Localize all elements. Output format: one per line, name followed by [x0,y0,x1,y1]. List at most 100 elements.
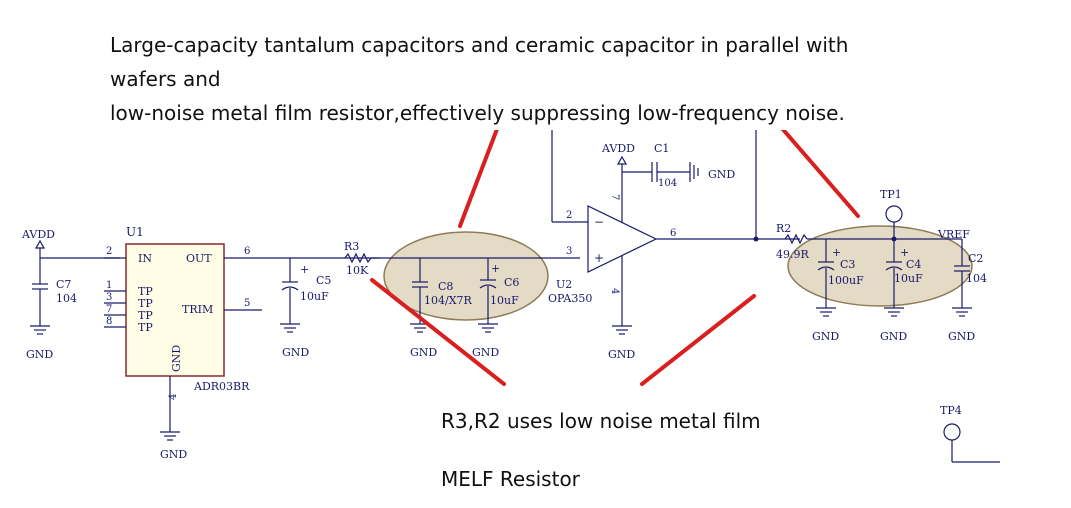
label-tp1: TP1 [880,188,902,201]
label-gnd-c8: GND [410,346,437,359]
label-u1-pin-tp3: TP [138,309,153,322]
label-c1-ref: C1 [654,142,669,155]
capacitor-c6: + [479,258,500,324]
label-c6-val: 10uF [490,294,519,307]
svg-text:+: + [900,246,909,259]
label-avdd-left: AVDD [21,228,55,241]
caption-top-line2: low-noise metal film resistor,effectivel… [110,101,845,125]
svg-text:+: + [594,251,604,265]
label-gnd-u2: GND [608,348,635,361]
ground-symbol-c5 [280,323,300,333]
label-r2-val: 49.9R [776,248,809,261]
label-u1-pinnum-2: 2 [106,246,112,257]
label-u2-pin7: 7 [609,194,620,200]
testpoint-tp1 [885,205,903,242]
label-u1-pin-trim: TRIM [182,303,213,316]
label-c4-ref: C4 [906,258,921,271]
label-u1-pin-tp2: TP [138,297,153,310]
red-arrow-3 [370,278,506,386]
label-c4-val: 10uF [894,272,923,285]
svg-text:+: + [491,262,500,275]
label-u1-pin-in: IN [138,252,152,265]
label-u2-ref: U2 [556,278,572,291]
label-c2-ref: C2 [968,252,983,265]
label-c2-val: 104 [966,272,987,285]
label-u1-ref: U1 [126,225,144,239]
u1-chip-body [125,243,225,377]
label-u1-pinnum-5: 5 [244,298,250,309]
ground-symbol-c6 [478,323,498,333]
label-u2-pin4: 4 [609,288,620,294]
label-c7-val: 104 [56,292,77,305]
capacitor-c7 [32,258,48,326]
label-u1-part: ADR03BR [193,380,250,393]
label-c5-ref: C5 [316,274,331,287]
red-arrow-4 [640,294,756,386]
schematic-canvas: + + − + [21,94,1000,463]
label-u1-pinnum-1: 1 [106,280,112,291]
avdd-left-symbol [34,239,46,258]
label-u1-pinnum-3: 3 [106,292,112,303]
label-u1-pin-tp1: TP [138,285,153,298]
label-c8-val: 104/X7R [424,294,473,307]
caption-bottom-text: R3,R2 uses low noise metal film MELF Res… [441,409,761,491]
capacitor-c3: + [817,239,841,308]
ground-symbol-c1 [689,162,699,182]
capacitor-c2 [954,239,970,308]
capacitor-c4: + [885,239,909,308]
label-gnd-u1: GND [160,448,187,461]
ground-symbol-c4 [884,307,904,317]
label-gnd-c4: GND [880,330,907,343]
label-vref: VREF [937,228,970,241]
label-c7-ref: C7 [56,278,71,291]
label-u1-pinnum-7: 7 [106,304,112,315]
label-u1-pin-gnd: GND [170,345,183,372]
label-u2-pin2: 2 [566,210,572,221]
label-tp4: TP4 [940,404,962,417]
label-u1-pinnum-4: 4 [168,394,179,400]
label-gnd-c7: GND [26,348,53,361]
label-gnd-c5: GND [282,346,309,359]
ground-symbol-u1 [160,431,180,441]
ground-symbol-c3 [816,307,836,317]
label-c1-gnd: GND [708,168,735,181]
label-c6-ref: C6 [504,276,519,289]
label-u2-pin3: 3 [566,246,572,257]
ground-symbol-c7 [30,325,50,335]
svg-text:+: + [300,263,309,276]
svg-text:−: − [594,215,604,229]
label-r3-ref: R3 [344,240,359,253]
caption-top: Large-capacity tantalum capacitors and c… [110,28,880,130]
ground-symbol-u2 [612,325,632,335]
label-u1-pinnum-8: 8 [106,316,112,327]
testpoint-tp4 [943,423,1000,463]
label-c8-ref: C8 [438,280,453,293]
resistor-r3 [344,252,372,264]
label-gnd-c6: GND [472,346,499,359]
highlight-ellipse-c8-c6 [383,231,549,321]
avdd-top-symbol [616,155,628,172]
label-u1-pin-out: OUT [186,252,212,265]
highlight-ellipse-c3-c4 [787,225,973,307]
label-r3-val: 10K [346,264,369,277]
label-c3-val: 100uF [828,274,864,287]
label-c5-val: 10uF [300,290,329,303]
capacitor-c5: + [281,258,309,324]
u2-opamp-body [587,205,658,273]
ground-symbol-c2 [952,307,972,317]
svg-text:+: + [832,246,841,259]
label-gnd-c3: GND [812,330,839,343]
capacitor-c1 [651,162,690,182]
caption-bottom: R3,R2 uses low noise metal film MELF Res… [425,392,845,491]
label-u1-pin-tp4: TP [138,321,153,334]
label-u2-part: OPA350 [548,292,592,305]
label-c1-val: 104 [658,178,677,189]
caption-top-line1: Large-capacity tantalum capacitors and c… [110,33,849,91]
label-avdd-top: AVDD [601,142,635,155]
label-u1-pinnum-6: 6 [244,246,250,257]
red-arrow-1 [458,114,504,228]
label-gnd-c2: GND [948,330,975,343]
label-c3-ref: C3 [840,258,855,271]
label-u2-pin6: 6 [670,228,676,239]
label-r2-ref: R2 [776,222,791,235]
